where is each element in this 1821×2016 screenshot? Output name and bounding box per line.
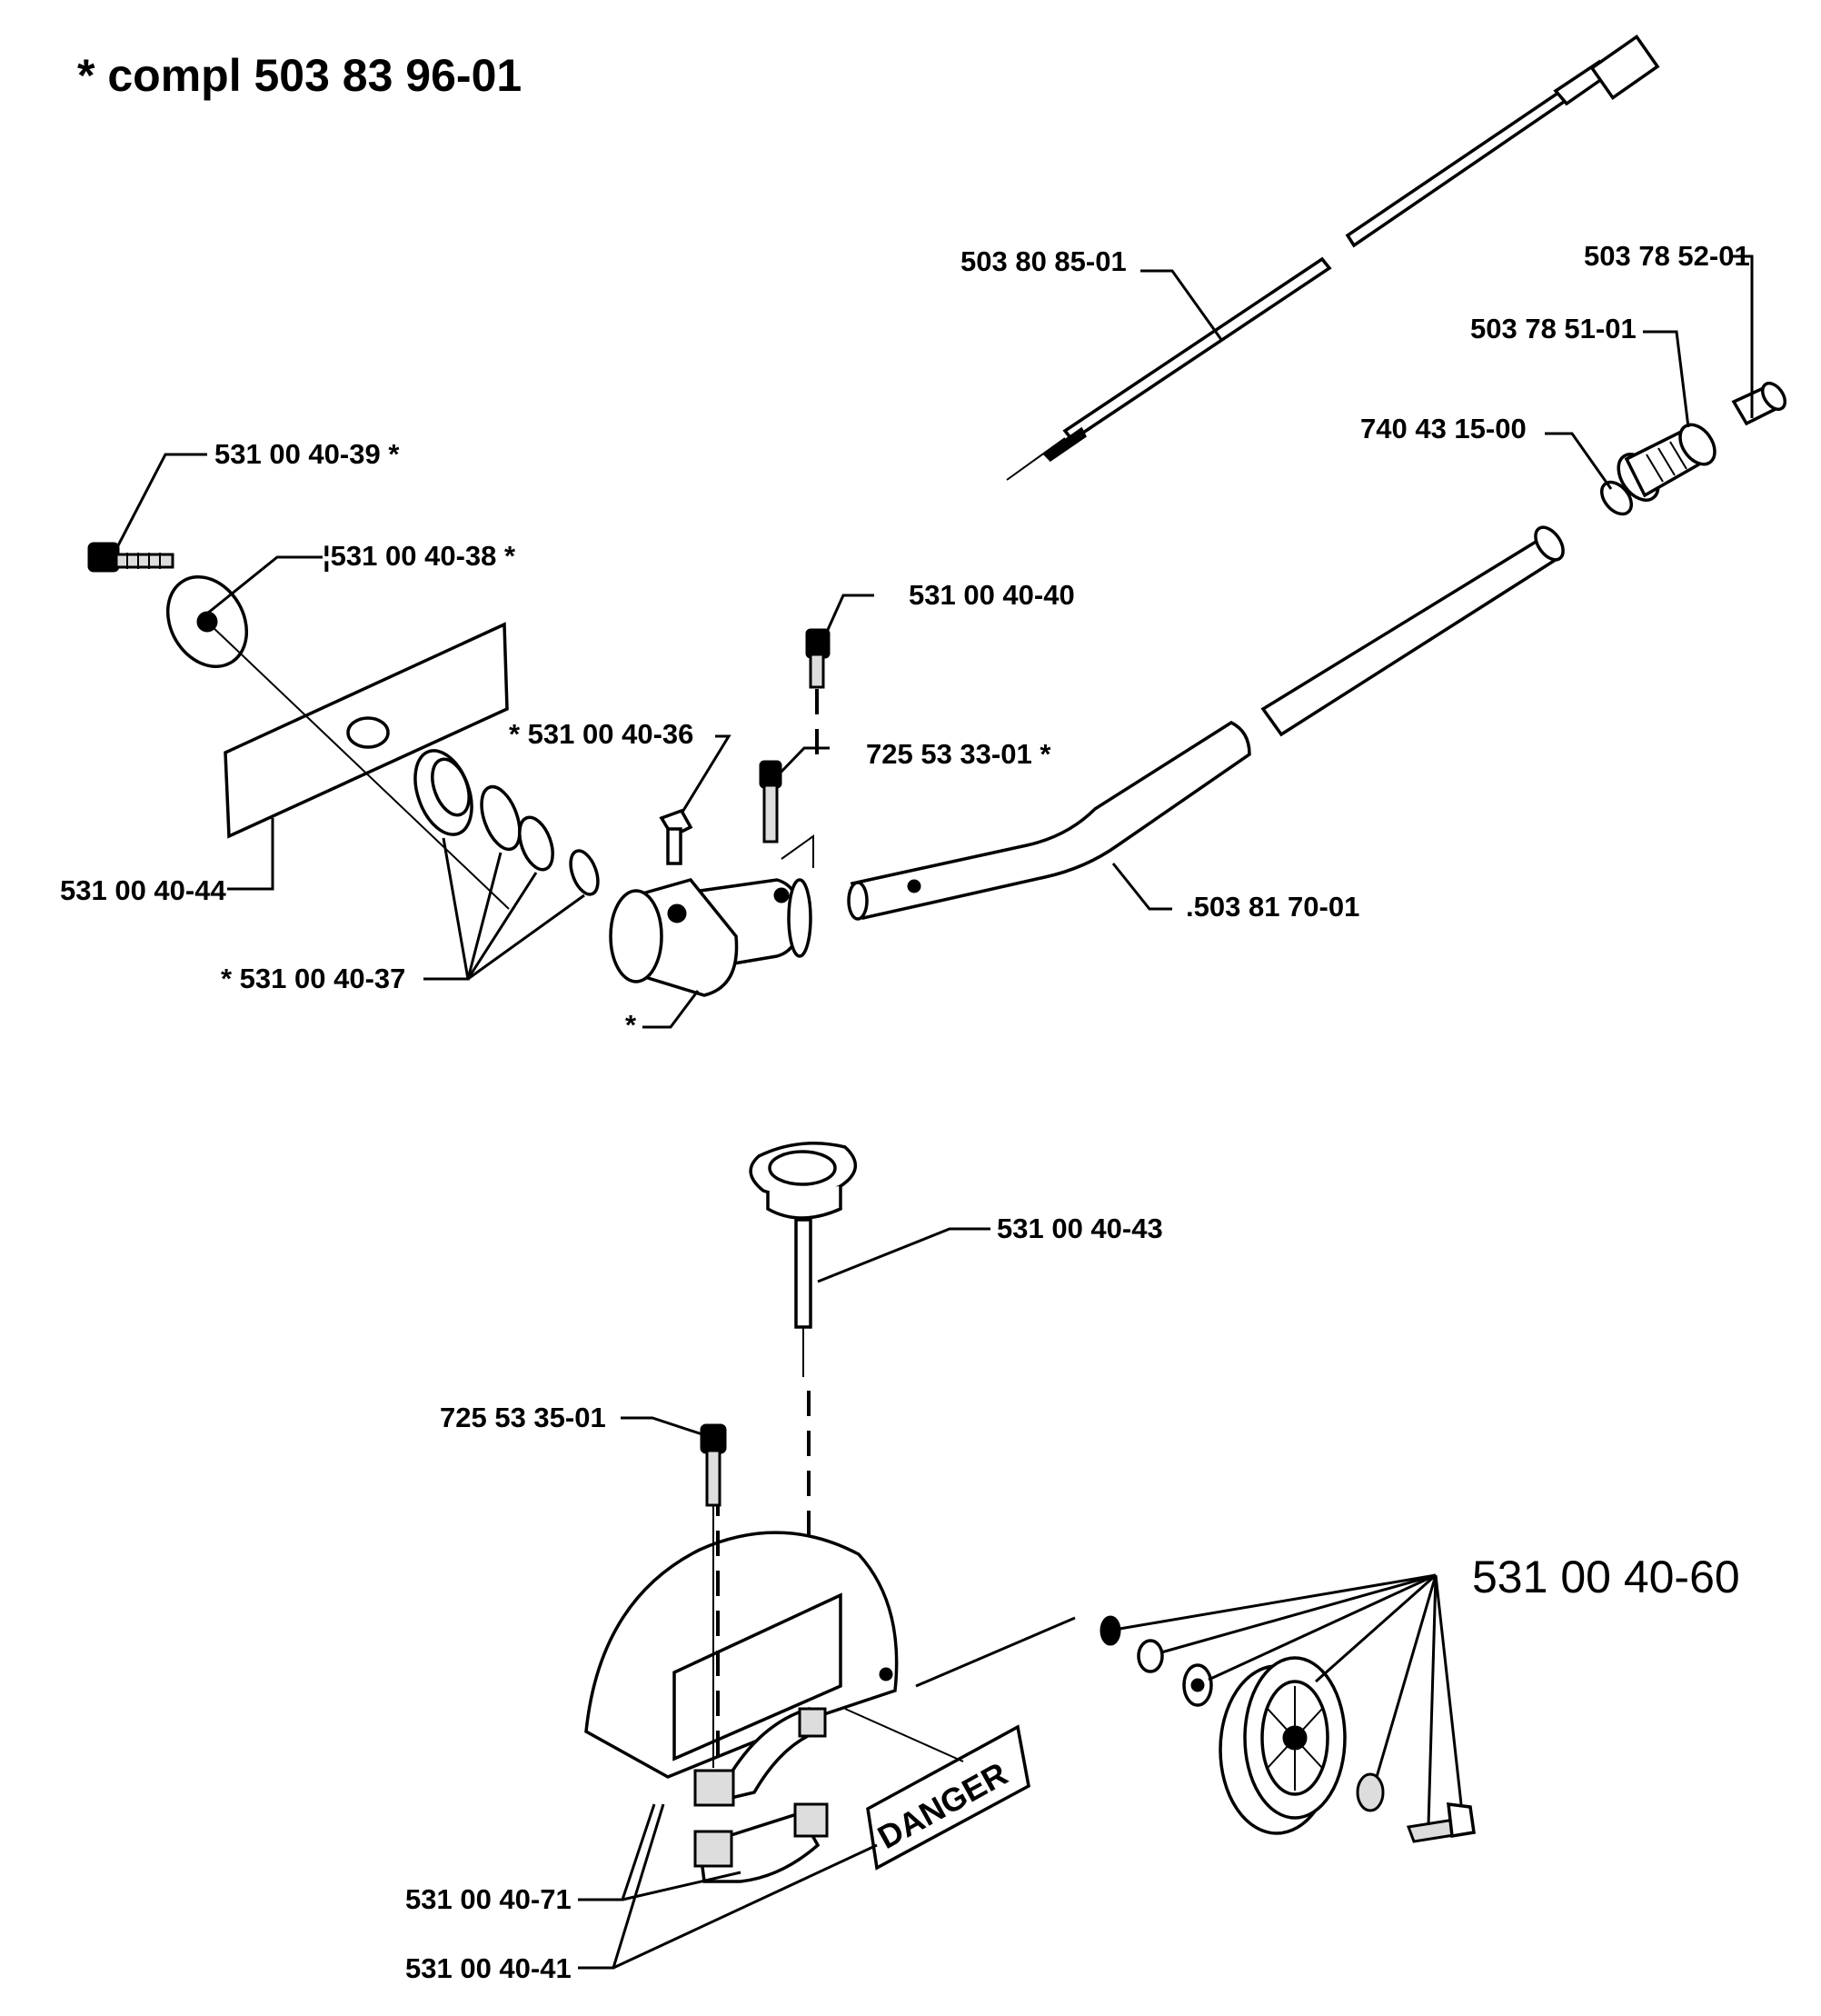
label-503-81-70-01: .503 81 70-01 [1186, 891, 1359, 923]
label-503-80-85-01: 503 80 85-01 [960, 245, 1127, 277]
screw-725533301-part [759, 760, 782, 843]
o-ring-part [1599, 480, 1634, 516]
label-531-00-40-36: * 531 00 40-36 [509, 718, 693, 750]
axle-line [844, 1708, 964, 1762]
drive-shaft-part [1006, 34, 1660, 481]
nut-part [1731, 381, 1787, 426]
label-531-00-40-40: 531 00 40-40 [909, 579, 1075, 611]
blade-washer-part [165, 574, 249, 669]
screw-531004036-part [659, 808, 693, 865]
leader-lines [114, 254, 1754, 1970]
axis-line [210, 624, 510, 910]
label-531-00-40-38: ¦531 00 40-38 * [323, 540, 516, 572]
label-531-00-40-37: * 531 00 40-37 [221, 963, 405, 994]
label-531-00-40-43: 531 00 40-43 [997, 1213, 1163, 1244]
screw-725533501-part [700, 1423, 727, 1768]
label-725-53-35-01: 725 53 35-01 [440, 1402, 606, 1433]
wheel-leader-line [915, 1616, 1076, 1688]
label-531-00-40-60: 531 00 40-60 [1472, 1552, 1740, 1602]
label-503-78-52-01: 503 78 52-01 [1584, 240, 1750, 272]
spacer-stack-part [413, 749, 600, 896]
gear-housing-part [609, 834, 814, 997]
guard-shield-part [584, 1491, 899, 1781]
label-gear-housing-star: * [625, 1009, 637, 1041]
clamp-upper-part [693, 1706, 827, 1807]
label-531-00-40-71: 531 00 40-71 [405, 1883, 572, 1915]
label-740-43-15-00: 740 43 15-00 [1360, 413, 1527, 444]
ferrule-part [1617, 423, 1717, 502]
label-531-00-40-44: 531 00 40-44 [60, 874, 226, 906]
blade-part [224, 622, 509, 839]
blade-bolt-part [87, 542, 174, 573]
clamp-lower-part [693, 1802, 829, 1883]
label-531-00-40-39: 531 00 40-39 * [214, 438, 400, 470]
label-531-00-40-41: 531 00 40-41 [405, 1952, 572, 1984]
guard-knob-part [749, 1142, 857, 1645]
wheel-hardware-part [1100, 1615, 1213, 1707]
wheel-bolt-part [1356, 1772, 1476, 1843]
label-725-53-33-01: 725 53 33-01 * [866, 738, 1051, 770]
danger-decal-part: DANGER [866, 1724, 1030, 1871]
screw-531004040-part [805, 628, 831, 763]
bent-tube-part [847, 525, 1565, 921]
wheel-part [1219, 1656, 1347, 1835]
label-503-78-51-01: 503 78 51-01 [1470, 313, 1637, 344]
assembly-title: * compl 503 83 96-01 [77, 50, 522, 101]
